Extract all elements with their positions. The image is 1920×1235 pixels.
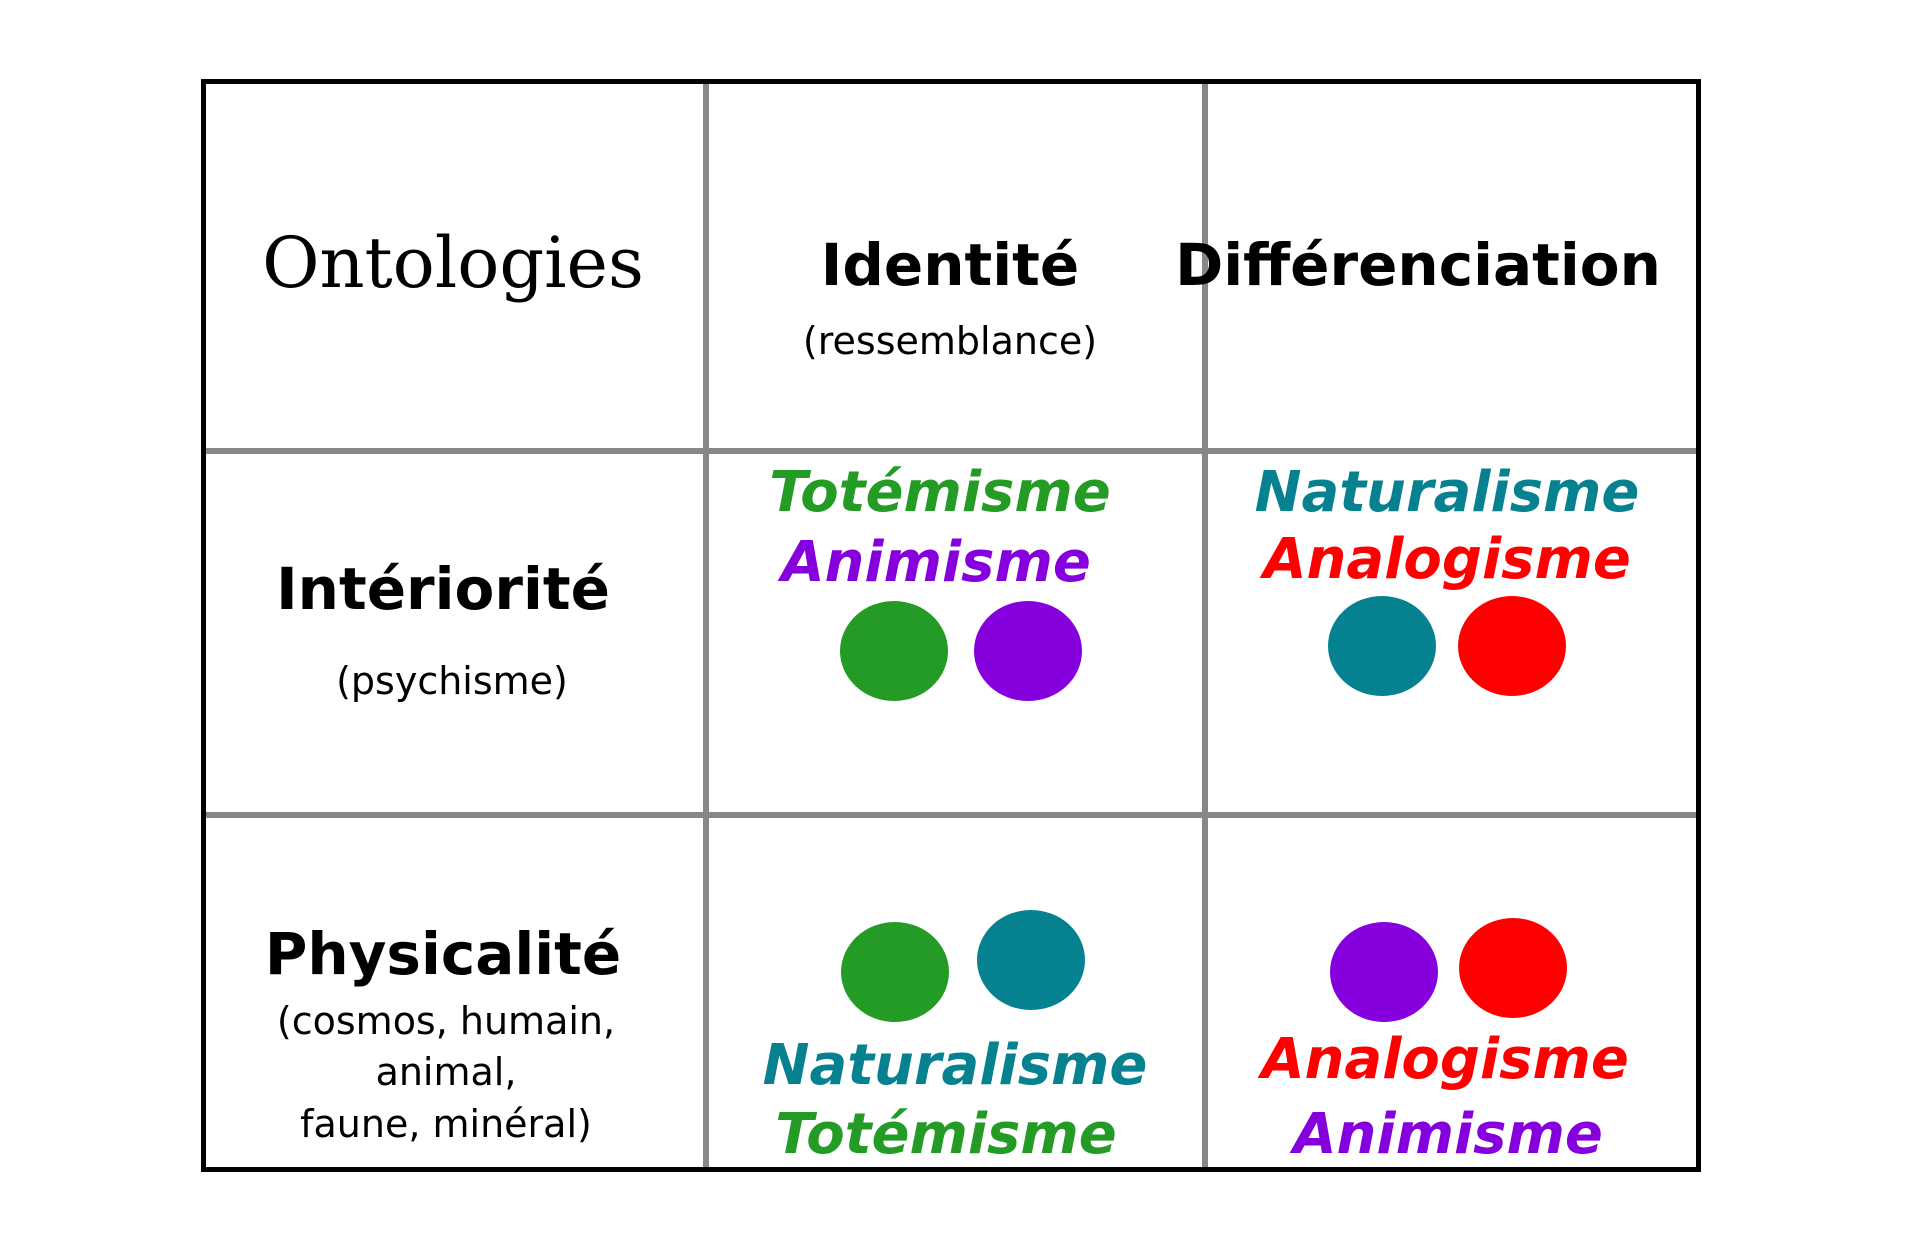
ontology-table [201,79,1701,1172]
row-header-physicalite: Physicalité [264,920,622,988]
column-divider-1 [703,84,709,1167]
physicalite-sub-line-2: animal, [375,1050,517,1095]
column-header-differenciation: Différenciation [1175,231,1661,299]
totemisme-dot [841,922,949,1022]
table-title: Ontologies [262,222,644,304]
onto-label-animisme: Animisme [781,530,1091,595]
onto-label-naturalisme: Naturalisme [1254,460,1640,525]
column-header-identite: Identité [820,231,1080,299]
physicalite-sub-line-1: (cosmos, humain, [276,999,616,1043]
row-header-interiorite: Intériorité [276,555,610,623]
row-divider-2 [206,812,1696,818]
physicalite-sub-line-3: faune, minéral) [300,1101,592,1146]
animisme-dot [1330,922,1438,1022]
column-subheader-identite: (ressemblance) [802,319,1098,363]
animisme-dot [974,601,1082,701]
onto-label-animisme: Animisme [1293,1102,1603,1167]
onto-label-totemisme: Totémisme [775,1102,1117,1167]
analogisme-dot [1458,596,1566,696]
onto-label-totemisme: Totémisme [769,460,1111,525]
onto-label-analogisme: Analogisme [1263,527,1631,592]
analogisme-dot [1459,918,1567,1018]
row-subheader-interiorite: (psychisme) [336,659,568,703]
row-subheader-physicalite: (cosmos, humain, animal, faune, minéral) [277,996,615,1150]
onto-label-analogisme: Analogisme [1261,1027,1629,1092]
naturalisme-dot [977,910,1085,1010]
naturalisme-dot [1328,596,1436,696]
onto-label-naturalisme: Naturalisme [762,1033,1148,1098]
totemisme-dot [840,601,948,701]
row-divider-1 [206,448,1696,454]
column-divider-2 [1202,84,1208,1167]
